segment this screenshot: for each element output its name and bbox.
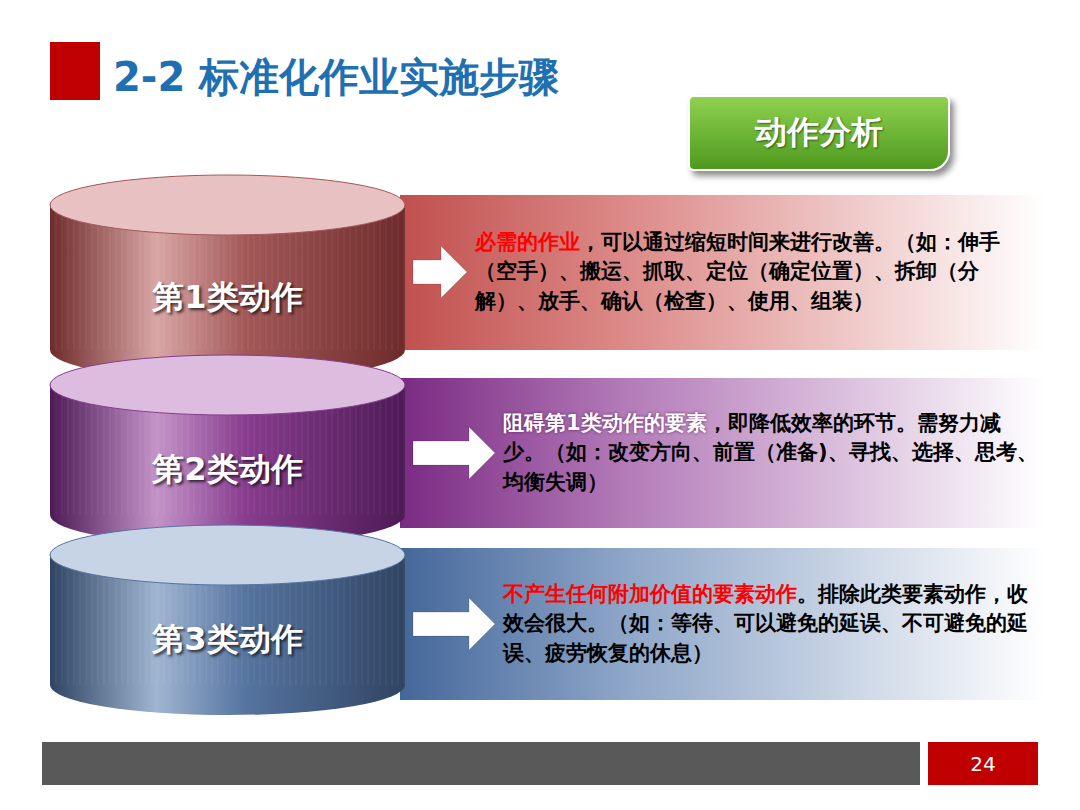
stripe <box>398 555 399 685</box>
stripe <box>92 205 93 350</box>
cylinder: 第3类动作 <box>50 525 405 715</box>
stripe <box>74 555 75 685</box>
stripe <box>62 555 63 685</box>
stripe <box>386 555 387 685</box>
page-number: 24 <box>970 752 995 776</box>
paragraph: 不产生任何附加价值的要素动作。排除此类要素动作，收效会很大。（如：等待、可以避免… <box>503 580 1038 668</box>
text-box: 必需的作业，可以通过缩短时间来进行改善。（如：伸手（空手）、搬运、抓取、定位（确… <box>475 228 1035 316</box>
cylinder-top <box>50 175 405 235</box>
stripe <box>392 555 393 685</box>
cylinder-label: 第1类动作 <box>152 276 302 320</box>
stripe <box>374 205 375 350</box>
button-label: 动作分析 <box>755 111 883 155</box>
stripe <box>74 385 75 515</box>
stripe <box>380 555 381 685</box>
paragraph: 阻碍第1类动作的要素，即降低效率的环节。需努力减少。（如：改变方向、前置（准备)… <box>503 409 1038 497</box>
text-box: 不产生任何附加价值的要素动作。排除此类要素动作，收效会很大。（如：等待、可以避免… <box>503 580 1038 668</box>
stripe <box>368 555 369 685</box>
stripe <box>62 205 63 350</box>
stripe <box>374 555 375 685</box>
cylinder-label: 第2类动作 <box>152 448 302 492</box>
stripe <box>398 205 399 350</box>
block-arrow <box>413 246 467 298</box>
footer-bar <box>42 742 920 785</box>
stripe <box>392 385 393 515</box>
stripe <box>86 385 87 515</box>
stripe <box>80 385 81 515</box>
stripe <box>356 205 357 350</box>
stripe <box>86 555 87 685</box>
block-arrow <box>413 427 495 479</box>
cylinder-top <box>50 355 405 415</box>
band <box>400 378 1045 528</box>
paragraph: 必需的作业，可以通过缩短时间来进行改善。（如：伸手（空手）、搬运、抓取、定位（确… <box>475 228 1035 316</box>
stripe <box>398 385 399 515</box>
stripe <box>68 555 69 685</box>
stripe <box>404 555 405 685</box>
stripe <box>386 385 387 515</box>
stripe <box>56 555 57 685</box>
stripe <box>80 205 81 350</box>
stripe <box>68 205 69 350</box>
stripe <box>386 205 387 350</box>
key-phrase: 不产生任何附加价值的要素动作 <box>503 582 797 606</box>
stripe <box>62 385 63 515</box>
stripe <box>368 385 369 515</box>
stripe <box>404 385 405 515</box>
cylinder: 第2类动作 <box>50 355 405 545</box>
stripe <box>374 385 375 515</box>
text-box: 阻碍第1类动作的要素，即降低效率的环节。需努力减少。（如：改变方向、前置（准备)… <box>503 409 1038 497</box>
cylinder-top <box>50 525 405 585</box>
slide-title: 2-2 标准化作业实施步骤 <box>113 50 559 105</box>
stripe <box>86 205 87 350</box>
cylinder-label: 第3类动作 <box>152 618 302 662</box>
stripe <box>380 205 381 350</box>
band <box>400 548 1045 700</box>
stripe <box>380 385 381 515</box>
tab-button: 动作分析 <box>688 95 950 171</box>
page-number-box: 24 <box>928 742 1038 785</box>
stripe <box>368 205 369 350</box>
band <box>400 195 1045 350</box>
stripe <box>392 205 393 350</box>
key-phrase: 必需的作业 <box>475 230 580 254</box>
title-marker <box>50 42 100 100</box>
stripe <box>56 385 57 515</box>
stripe <box>80 555 81 685</box>
stripe <box>74 205 75 350</box>
stripe <box>404 205 405 350</box>
block-arrow <box>413 598 495 650</box>
stripe <box>362 205 363 350</box>
stripe <box>68 385 69 515</box>
cylinder: 第1类动作 <box>50 175 405 380</box>
key-phrase: 阻碍第1类动作的要素 <box>503 411 707 435</box>
stripe <box>56 205 57 350</box>
stripe <box>98 205 99 350</box>
